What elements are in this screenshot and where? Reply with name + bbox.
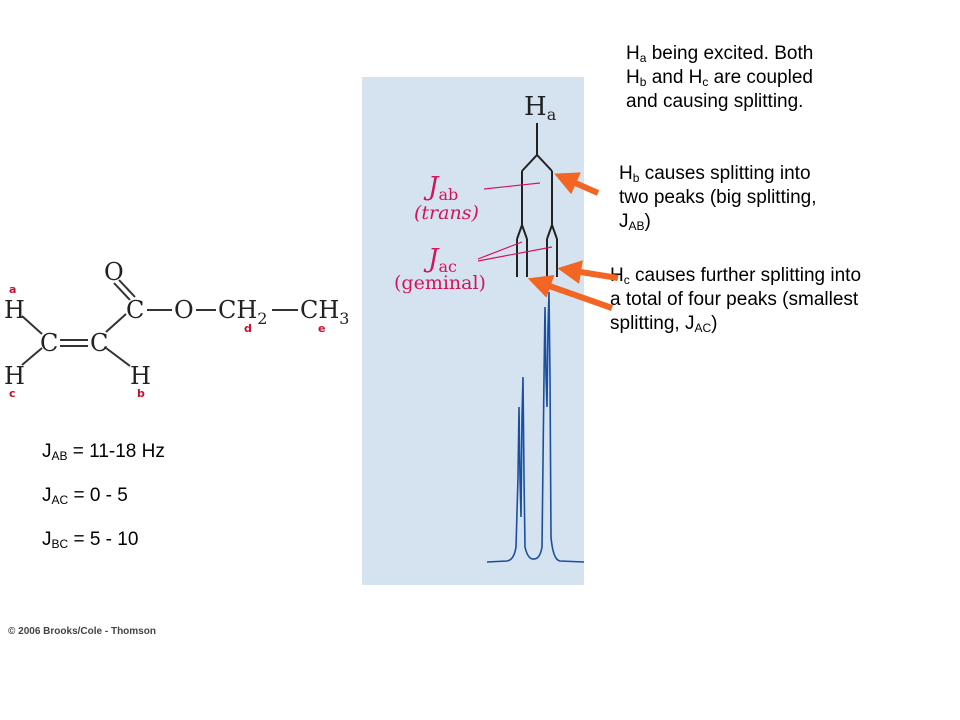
coupling-constants: JAB = 11-18 Hz JAC = 0 - 5 JBC = 5 - 10 [42,440,165,552]
label-a: a [9,283,16,296]
atom-h-a: H [4,296,25,324]
annotation-hb-line3: JAB) [619,211,651,233]
jac-note: (geminal) [394,272,486,294]
annotation-hb: Hb causes splitting into two peaks (big … [619,162,817,234]
annotation-ha: Ha being excited. Both Hb and Hc are cou… [626,42,813,114]
coupling-jab: JAB = 11-18 Hz [42,441,165,463]
annotation-hc-line1: Hc causes further splitting into [610,265,862,287]
molecule-structure: O H C C C O CH2 CH3 H H a c b d e [4,258,349,400]
jac-leader-1 [477,241,523,260]
atom-o-top: O [104,258,124,286]
jac-label: Jac [423,244,457,276]
arrow-hc-upper-icon [557,260,619,284]
arrow-hb-icon [554,172,600,196]
atom-c2: C [90,329,108,357]
atom-c3: C [126,296,144,324]
coupling-jbc: JBC = 5 - 10 [42,529,139,551]
spectrum-trace [486,291,584,563]
annotation-ha-line1: Ha being excited. Both [626,43,814,65]
coupling-jac: JAC = 0 - 5 [42,485,128,507]
annotation-ha-line3: and causing splitting. [626,91,804,112]
annotation-hc: Hc causes further splitting into a total… [610,264,861,336]
atom-ch2: CH2 [218,296,267,328]
label-c: c [9,387,16,400]
atom-h-b: H [130,362,151,390]
annotation-arrows [527,172,619,311]
label-e: e [318,322,325,335]
splitting-tree [516,123,558,277]
jac-leader-2 [477,246,553,262]
atom-ch3: CH3 [300,296,349,328]
annotation-hc-line2: a total of four peaks (smallest [610,289,859,310]
peak-label-ha: Ha [524,92,557,124]
label-b: b [137,387,145,400]
label-d: d [244,322,252,335]
annotation-ha-line2: Hb and Hc are coupled [626,67,813,89]
atom-h-c: H [4,362,25,390]
jab-label: Jab [423,172,458,204]
atom-c1: C [40,329,58,357]
annotation-hb-line1: Hb causes splitting into [619,163,811,185]
spectrum-background [362,77,584,585]
jab-leader [483,182,541,190]
atom-o-ester: O [174,296,194,324]
nmr-spectrum-panel: Ha Jab (trans) Jac (geminal) [362,77,584,585]
jab-note: (trans) [414,202,479,224]
annotation-hc-line3: splitting, JAC) [610,313,718,335]
copyright-notice: © 2006 Brooks/Cole - Thomson [8,626,156,637]
arrow-hc-lower-icon [527,275,613,311]
annotation-hb-line2: two peaks (big splitting, [619,187,817,208]
